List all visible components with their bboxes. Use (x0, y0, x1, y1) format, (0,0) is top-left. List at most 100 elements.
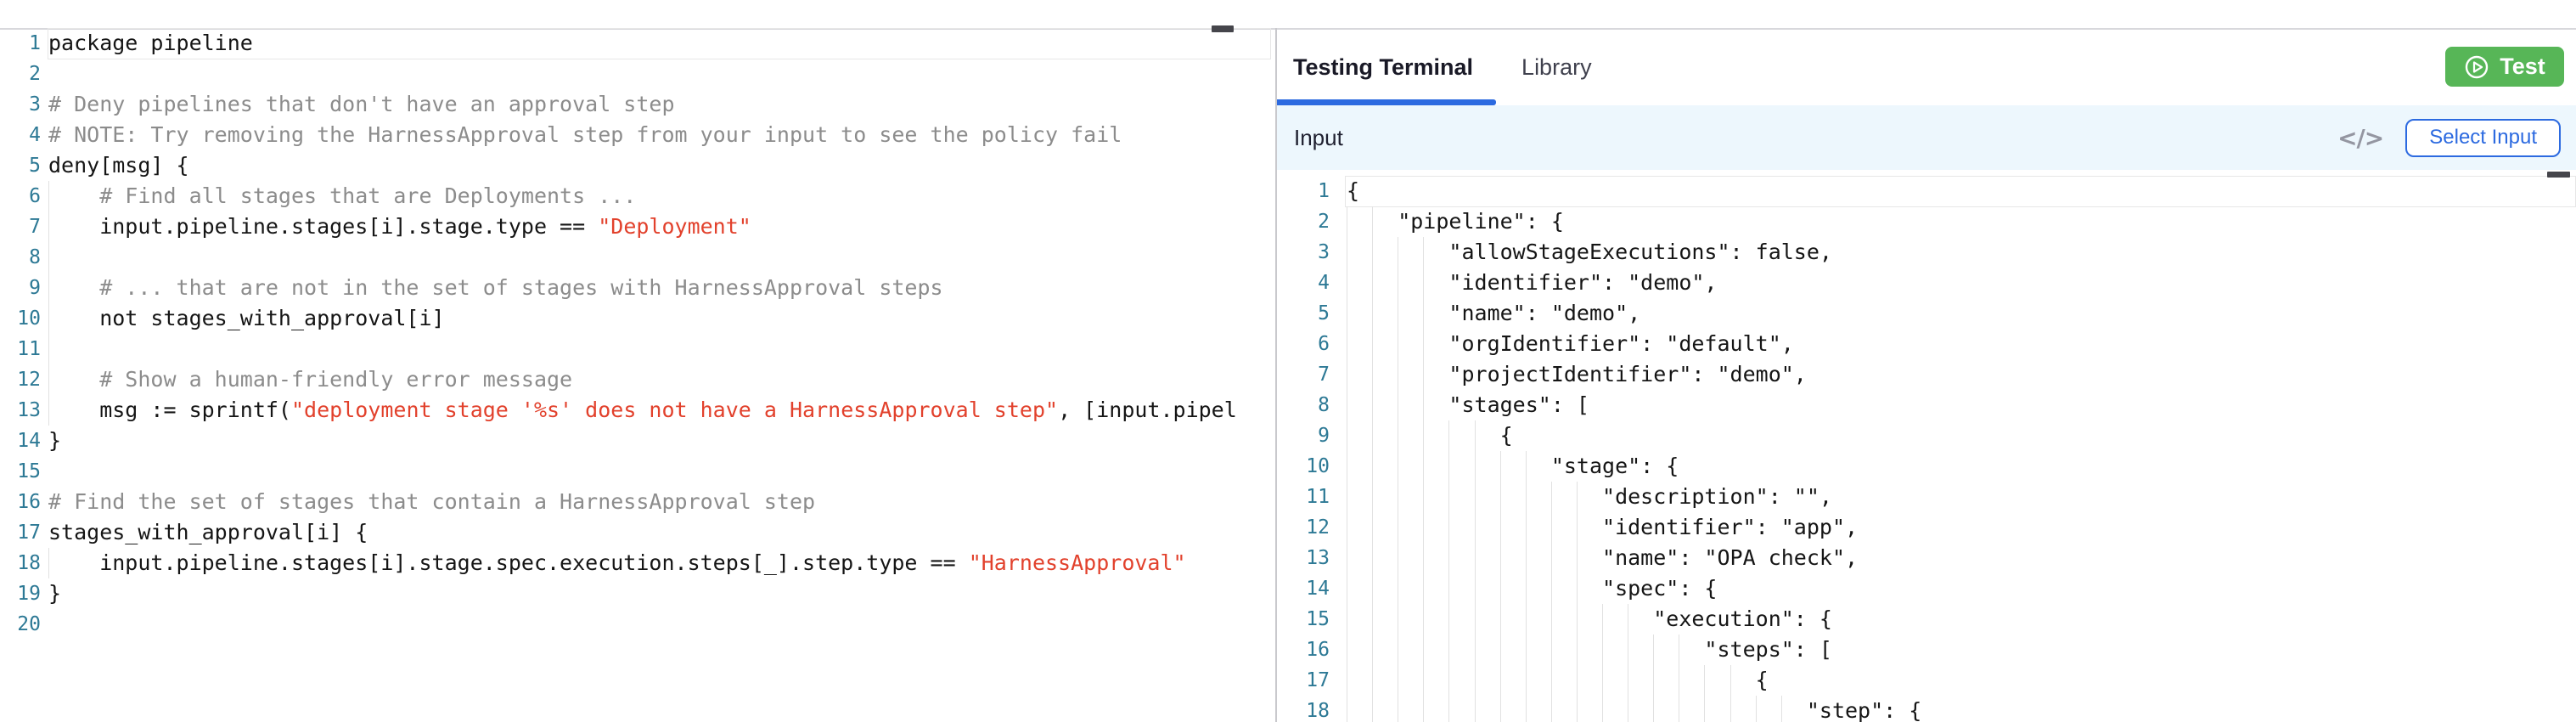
line-number: 5 (29, 155, 41, 177)
code-line: 6 "orgIdentifier": "default", (1277, 329, 2576, 359)
indent-guide (1372, 268, 1374, 298)
code-view-icon[interactable]: </> (2337, 123, 2384, 152)
code-line: 8 "stages": [ (1277, 390, 2576, 420)
indent-guide (1448, 696, 1450, 722)
play-circle-icon (2466, 55, 2489, 78)
line-number: 9 (1318, 425, 1330, 447)
indent-guide (1755, 696, 1757, 722)
indent-guide (1550, 696, 1552, 722)
code-line: 12 "identifier": "app", (1277, 512, 2576, 543)
code-line: 1{ (1277, 176, 2576, 207)
indent-guide (1372, 543, 1374, 573)
indent-guide (48, 303, 49, 334)
line-number: 18 (1306, 700, 1330, 722)
line-number: 17 (17, 522, 41, 544)
collapse-editor-icon[interactable] (1212, 25, 1234, 32)
indent-guide (1550, 604, 1552, 635)
code-line: 6 # Find all stages that are Deployments… (0, 181, 1275, 212)
line-number: 19 (17, 583, 41, 605)
indent-guide (48, 548, 49, 578)
indent-guide (1423, 573, 1425, 604)
code-line: 18 input.pipeline.stages[i].stage.spec.e… (0, 548, 1275, 578)
indent-guide (1499, 482, 1501, 512)
indent-guide (1448, 573, 1450, 604)
code-line: 10 "stage": { (1277, 451, 2576, 482)
indent-guide (1372, 298, 1374, 329)
line-number: 12 (1306, 516, 1330, 539)
code-line: 13 msg := sprintf("deployment stage '%s'… (0, 395, 1275, 426)
indent-guide (1499, 573, 1501, 604)
code-line: 20 (0, 609, 1275, 640)
line-number: 8 (29, 246, 41, 268)
indent-guide (48, 395, 49, 426)
indent-guide (1372, 329, 1374, 359)
line-number: 2 (1318, 211, 1330, 233)
code-line: 4# NOTE: Try removing the HarnessApprova… (0, 120, 1275, 150)
code-line: 4 "identifier": "demo", (1277, 268, 2576, 298)
indent-guide (1474, 696, 1476, 722)
select-input-button[interactable]: Select Input (2405, 118, 2561, 157)
collapse-input-icon[interactable] (2547, 172, 2570, 178)
code-line: 12 # Show a human-friendly error message (0, 364, 1275, 395)
code-line: 5 "name": "demo", (1277, 298, 2576, 329)
code-line: 15 "execution": { (1277, 604, 2576, 635)
line-number: 11 (1306, 486, 1330, 508)
indent-guide (1448, 635, 1450, 665)
indent-guide (1474, 604, 1476, 635)
indent-guide (1576, 696, 1578, 722)
code-line: 3 "allowStageExecutions": false, (1277, 237, 2576, 268)
indent-guide (1525, 512, 1527, 543)
indent-guide (1423, 604, 1425, 635)
tabs-row: Testing Terminal Library Test (1277, 30, 2576, 105)
code-line: 11 (0, 334, 1275, 364)
indent-guide (1602, 604, 1604, 635)
indent-guide (1423, 665, 1425, 696)
test-button[interactable]: Test (2445, 47, 2564, 87)
line-number: 12 (17, 369, 41, 391)
code-line: 9 # ... that are not in the set of stage… (0, 273, 1275, 303)
indent-guide (1525, 696, 1527, 722)
code-line: 13 "name": "OPA check", (1277, 543, 2576, 573)
indent-guide (1423, 329, 1425, 359)
indent-guide (1372, 237, 1374, 268)
code-line: 14} (0, 426, 1275, 456)
panel-divider[interactable] (1275, 28, 1277, 722)
indent-guide (1423, 298, 1425, 329)
testing-terminal-panel: Testing Terminal Library Test Input </> … (1277, 30, 2576, 722)
indent-guide (1730, 696, 1731, 722)
indent-guide (1780, 696, 1782, 722)
tab-library[interactable]: Library (1521, 54, 1592, 80)
indent-guide (1372, 665, 1374, 696)
indent-guide (1576, 482, 1578, 512)
indent-guide (1448, 512, 1450, 543)
line-number: 2 (29, 63, 41, 85)
indent-guide (1423, 451, 1425, 482)
line-number: 17 (1306, 669, 1330, 691)
indent-guide (1576, 635, 1578, 665)
tab-testing-terminal[interactable]: Testing Terminal (1293, 54, 1474, 80)
line-number: 14 (17, 430, 41, 452)
code-line: 16 "steps": [ (1277, 635, 2576, 665)
line-number: 15 (17, 460, 41, 482)
indent-guide (1423, 390, 1425, 420)
indent-guide (48, 364, 49, 395)
line-number: 15 (1306, 608, 1330, 630)
indent-guide (1423, 696, 1425, 722)
code-line: 9 { (1277, 420, 2576, 451)
line-number: 8 (1318, 394, 1330, 416)
code-line: 15 (0, 456, 1275, 487)
input-json-editor[interactable]: 1{2 "pipeline": {3 "allowStageExecutions… (1277, 170, 2576, 722)
indent-guide (1474, 512, 1476, 543)
indent-guide (1499, 512, 1501, 543)
line-number: 20 (17, 613, 41, 635)
code-line: 7 "projectIdentifier": "demo", (1277, 359, 2576, 390)
panel-top-border (0, 28, 2576, 30)
indent-guide (1423, 543, 1425, 573)
active-tab-underline (1277, 99, 1496, 105)
indent-guide (1653, 665, 1655, 696)
line-number: 1 (1318, 180, 1330, 202)
indent-guide (1474, 451, 1476, 482)
indent-guide (1704, 696, 1706, 722)
